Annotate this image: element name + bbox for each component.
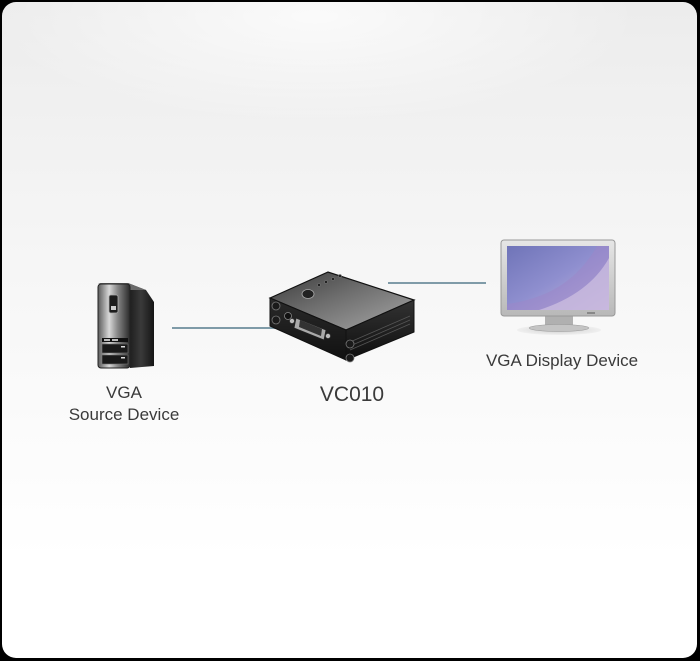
connector-source-to-vc010	[172, 327, 297, 329]
display-device-label: VGA Display Device	[485, 351, 639, 370]
vc010-label: VC010	[319, 383, 385, 406]
monitor-icon	[499, 238, 619, 336]
vc010-box-icon	[266, 270, 416, 370]
source-label-line2: Source Device	[68, 405, 180, 424]
connector-vc010-to-display	[388, 282, 486, 284]
pc-tower-icon	[94, 280, 158, 370]
source-label-line1: VGA	[106, 383, 142, 402]
source-device-label: VGA Source Device	[54, 382, 194, 426]
